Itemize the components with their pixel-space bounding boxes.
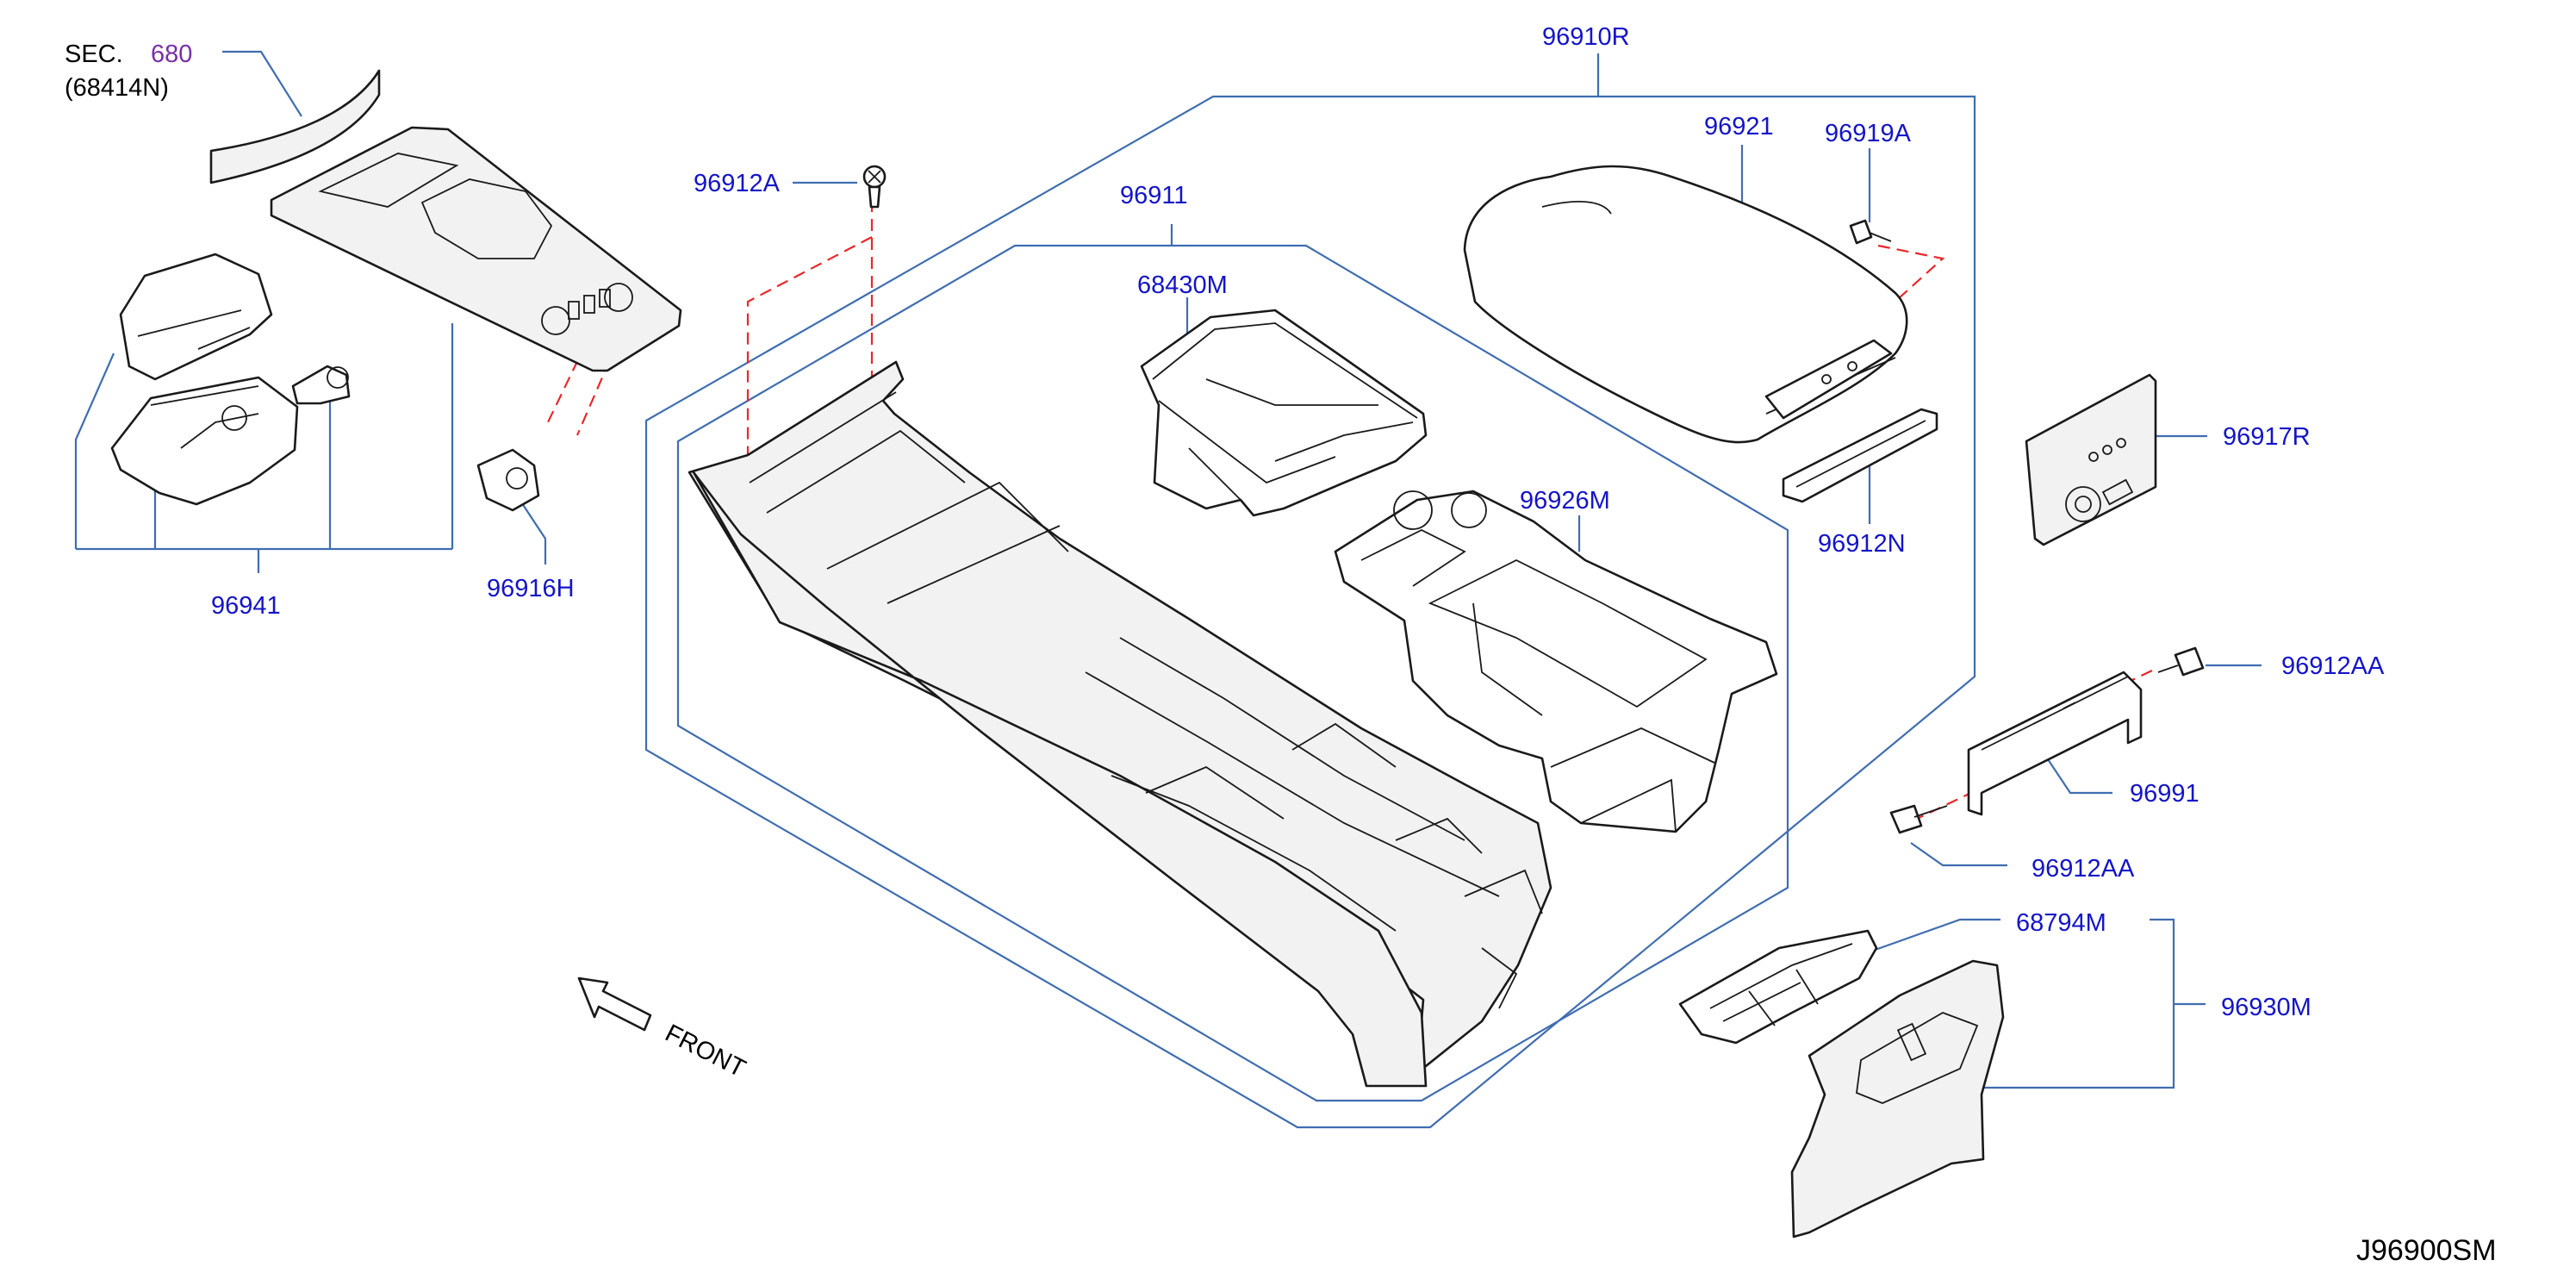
console-body-96911	[688, 360, 1552, 1088]
label-96930M: 96930M	[2221, 994, 2312, 1021]
label-96917R: 96917R	[2223, 423, 2311, 451]
label-96912A: 96912A	[694, 170, 781, 197]
rear-panel-96917R	[2025, 373, 2157, 546]
label-96919A: 96919A	[1825, 120, 1912, 147]
front-arrow-icon	[577, 976, 652, 1032]
label-96911: 96911	[1120, 182, 1188, 209]
shifter-finisher-plate	[270, 126, 682, 372]
leader-lines	[74, 50, 2262, 1129]
label-96941: 96941	[211, 592, 281, 620]
section-number: 680	[151, 41, 192, 68]
label-96991: 96991	[2130, 780, 2200, 808]
label-96921: 96921	[1704, 113, 1774, 140]
label-68794M: 68794M	[2016, 909, 2106, 937]
storage-box-68430M	[1140, 309, 1428, 517]
trim-strip-68414N	[209, 69, 381, 184]
armrest-lid-96921	[1463, 165, 1908, 444]
label-96912N: 96912N	[1818, 530, 1906, 558]
screw-96912AA-top	[2157, 646, 2205, 677]
clip-96912A	[862, 165, 887, 209]
label-96912AA-top: 96912AA	[2281, 652, 2385, 680]
tray-frame-96926M	[1334, 490, 1778, 833]
section-prefix: SEC.	[65, 41, 123, 68]
bracket-96991	[1967, 671, 2143, 816]
diagram-code: J96900SM	[2356, 1234, 2497, 1267]
hinge-96912N	[1782, 408, 1938, 503]
label-96912AA-bottom: 96912AA	[2032, 855, 2135, 883]
vent-68794M	[1678, 929, 1878, 1045]
cigar-lighter	[291, 365, 351, 405]
rear-finisher-96930M	[1790, 959, 2005, 1238]
screw-96912AA-bottom	[1889, 804, 1948, 834]
ashtray-lid	[119, 253, 273, 381]
switch-96916H	[476, 448, 540, 512]
front-label: FRONT	[661, 1020, 750, 1083]
label-96926M: 96926M	[1520, 487, 1610, 515]
label-68430M: 68430M	[1137, 271, 1228, 299]
screw-96919A	[1849, 219, 1892, 245]
ashtray-body	[110, 376, 299, 506]
label-96916H: 96916H	[487, 575, 575, 602]
label-96910R: 96910R	[1542, 23, 1630, 51]
section-sub: (68414N)	[65, 74, 169, 102]
